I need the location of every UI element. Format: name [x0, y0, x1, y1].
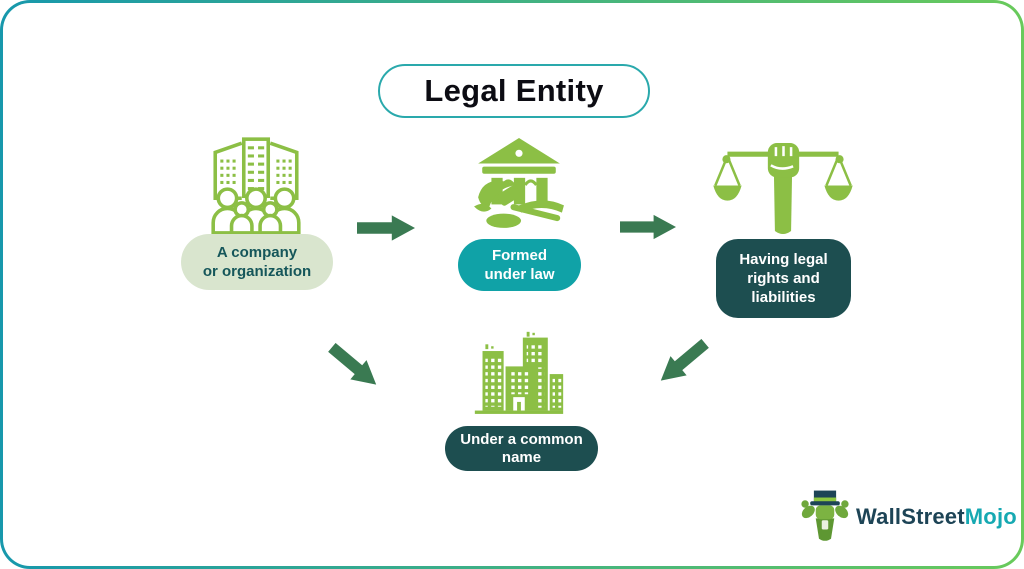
justice-scales-fist-icon	[713, 138, 853, 237]
company-people-icon	[203, 133, 309, 235]
courthouse-gavel-icon	[469, 138, 569, 232]
page-title: Legal Entity	[424, 73, 604, 108]
wallstreetmojo-logo: WallStreetMojo	[800, 488, 1017, 545]
arrow-down-right-icon	[323, 337, 384, 394]
node-legal-rights-label: Having legal rights and liabilities	[716, 239, 851, 318]
brand-mojo: Mojo	[964, 503, 1017, 529]
wallstreetmojo-mascot-icon	[800, 488, 850, 545]
brand-wallstreet: WallStreet	[856, 503, 965, 529]
diagram-canvas: Legal Entity	[3, 3, 1021, 566]
city-buildings-icon	[471, 327, 567, 425]
arrow-down-left-icon	[652, 333, 713, 390]
wallstreetmojo-wordmark: WallStreetMojo	[856, 504, 1017, 530]
diagram-title-box: Legal Entity	[378, 64, 650, 118]
arrow-right-icon	[620, 214, 676, 240]
node-company-label: A company or organization	[181, 234, 333, 290]
node-formed-under-law-label: Formed under law	[458, 239, 581, 291]
node-common-name-label: Under a common name	[445, 426, 598, 471]
arrow-right-icon	[357, 215, 415, 241]
